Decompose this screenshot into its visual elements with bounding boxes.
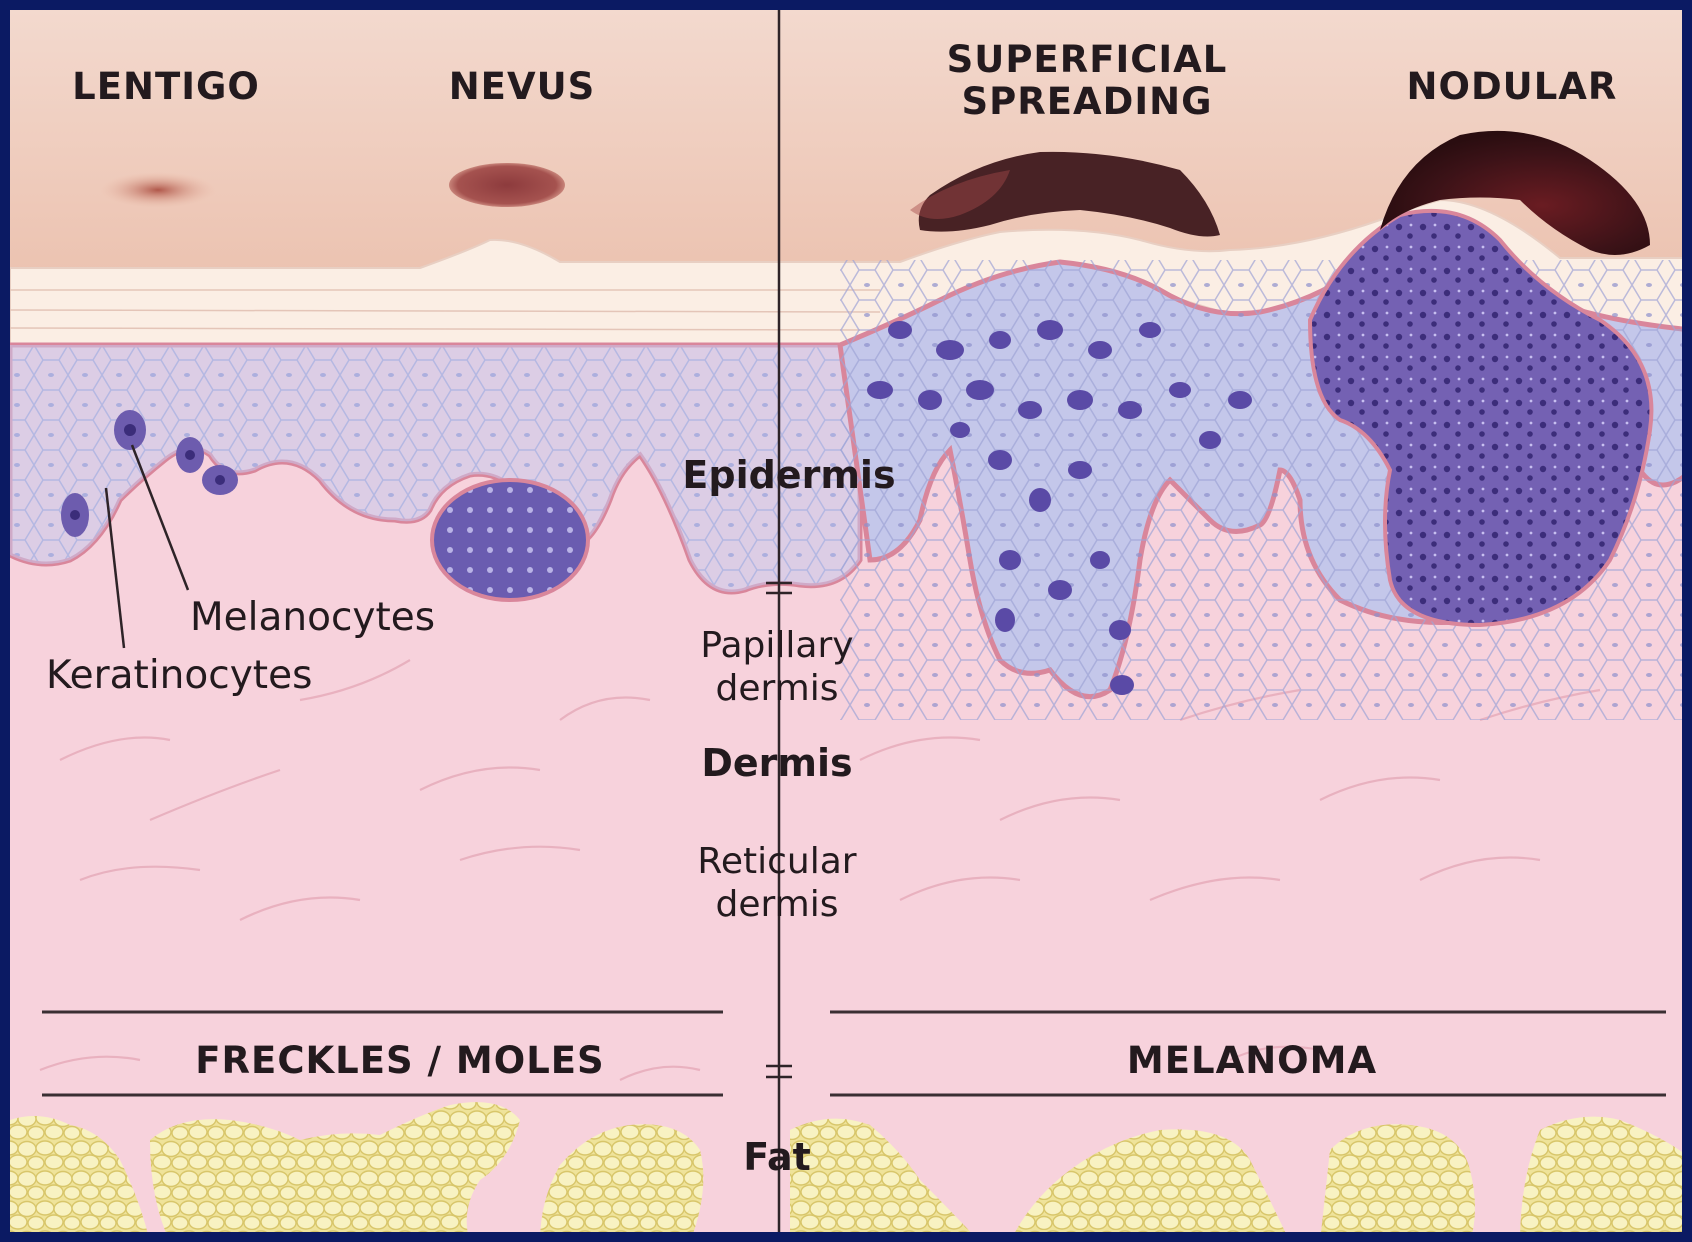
label-nevus: NEVUS <box>449 65 596 108</box>
label-freckles-moles: FRECKLES / MOLES <box>195 1039 604 1082</box>
label-superficial-spreading-2: SPREADING <box>962 80 1213 123</box>
label-papillary-1: Papillary <box>700 625 853 666</box>
lentigo-spot <box>100 172 216 208</box>
nevus-cell-nest <box>432 480 588 600</box>
label-reticular-1: Reticular <box>697 841 856 882</box>
label-superficial-spreading-1: SUPERFICIAL <box>947 38 1228 81</box>
label-epidermis: Epidermis <box>682 453 895 497</box>
label-dermis: Dermis <box>701 741 852 785</box>
label-papillary-2: dermis <box>716 668 839 709</box>
label-nodular: NODULAR <box>1407 65 1618 108</box>
label-melanoma: MELANOMA <box>1127 1039 1377 1082</box>
label-melanocytes: Melanocytes <box>190 595 435 640</box>
label-lentigo: LENTIGO <box>72 65 260 108</box>
label-reticular-2: dermis <box>716 884 839 925</box>
nevus-spot <box>449 163 565 207</box>
label-fat: Fat <box>743 1135 811 1179</box>
label-keratinocytes: Keratinocytes <box>46 653 312 698</box>
